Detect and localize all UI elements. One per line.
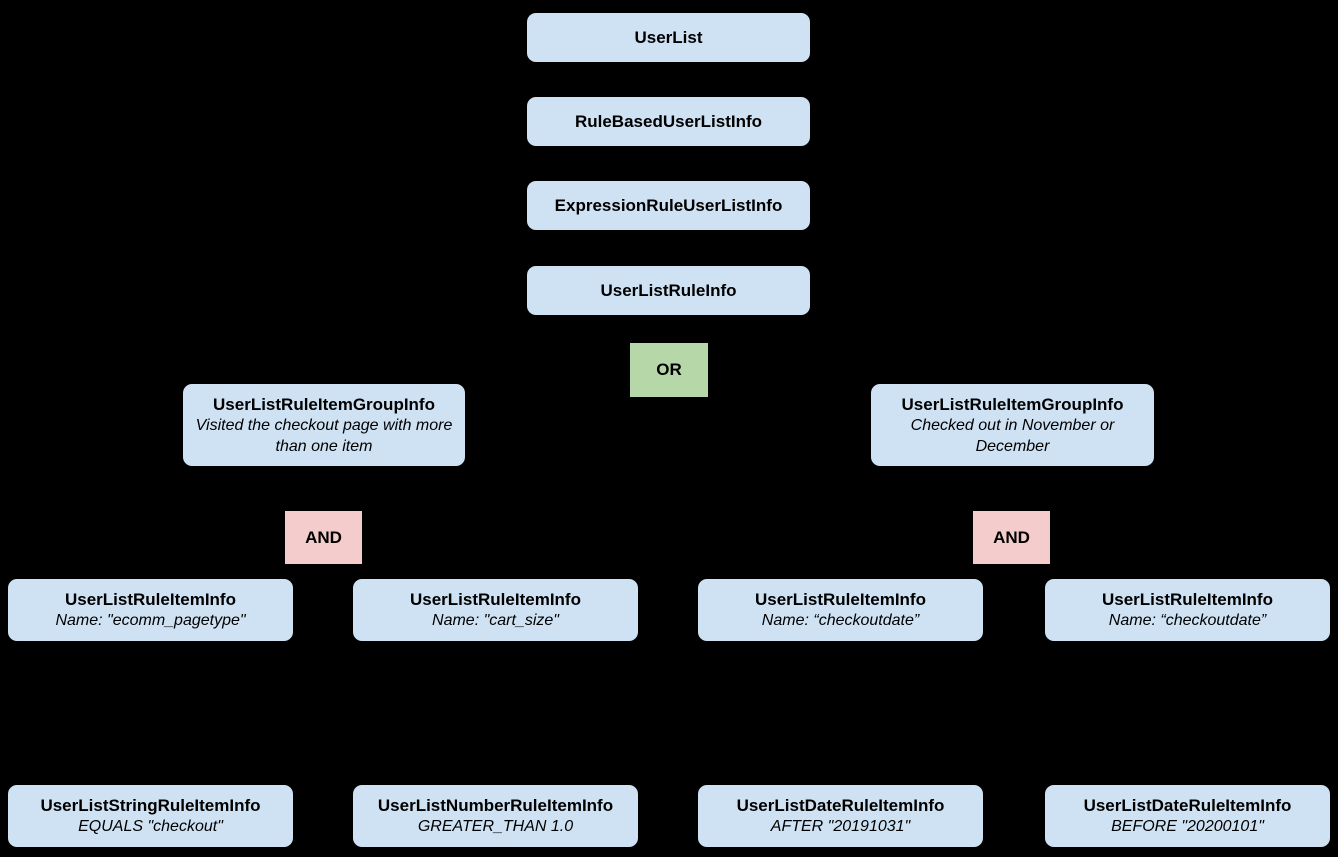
node-title: UserListRuleItemInfo	[755, 590, 926, 609]
node-subtitle: Name: "ecomm_pagetype"	[55, 612, 246, 629]
node-dateruleitem-after: UserListDateRuleItemInfo AFTER "20191031…	[698, 785, 983, 847]
node-ruleitem-checkoutdate-2: UserListRuleItemInfo Name: “checkoutdate…	[1045, 579, 1330, 641]
node-dateruleitem-before: UserListDateRuleItemInfo BEFORE "2020010…	[1045, 785, 1330, 847]
node-rulebaseduserlistinfo: RuleBasedUserListInfo	[527, 97, 810, 146]
node-subtitle: GREATER_THAN 1.0	[417, 818, 574, 835]
node-title: UserListRuleInfo	[600, 281, 737, 300]
node-title: UserListNumberRuleItemInfo	[377, 796, 614, 815]
node-title: UserListRuleItemInfo	[1102, 590, 1273, 609]
and-operator-box-right: AND	[973, 511, 1050, 564]
node-subtitle: Name: “checkoutdate”	[1108, 612, 1267, 629]
and-operator-box-left: AND	[285, 511, 362, 564]
node-subtitle: Visited the checkout page with more than…	[195, 416, 453, 455]
or-operator-box: OR	[630, 343, 708, 397]
node-subtitle: Name: "cart_size"	[432, 612, 559, 629]
node-title: UserListRuleItemGroupInfo	[901, 394, 1124, 414]
and-label: AND	[993, 527, 1030, 547]
node-subtitle: AFTER "20191031"	[770, 818, 911, 835]
node-ruleitem-ecomm-pagetype: UserListRuleItemInfo Name: "ecomm_pagety…	[8, 579, 293, 641]
node-group-right: UserListRuleItemGroupInfo Checked out in…	[871, 384, 1154, 466]
node-title: UserList	[634, 28, 703, 47]
node-title: UserListStringRuleItemInfo	[40, 796, 261, 815]
node-title: UserListRuleItemInfo	[410, 590, 581, 609]
node-title: UserListRuleItemGroupInfo	[213, 394, 435, 414]
node-ruleitem-cart-size: UserListRuleItemInfo Name: "cart_size"	[353, 579, 638, 641]
node-title: UserListDateRuleItemInfo	[1083, 796, 1292, 815]
node-subtitle: Checked out in November or December	[910, 416, 1115, 455]
and-label: AND	[305, 527, 342, 547]
node-numberruleitem: UserListNumberRuleItemInfo GREATER_THAN …	[353, 785, 638, 847]
node-subtitle: Name: “checkoutdate”	[761, 612, 920, 629]
node-expressionruleuserlistinfo: ExpressionRuleUserListInfo	[527, 181, 810, 230]
node-group-left: UserListRuleItemGroupInfo Visited the ch…	[183, 384, 465, 466]
node-stringruleitem: UserListStringRuleItemInfo EQUALS "check…	[8, 785, 293, 847]
node-ruleitem-checkoutdate-1: UserListRuleItemInfo Name: “checkoutdate…	[698, 579, 983, 641]
or-label: OR	[656, 360, 682, 379]
node-subtitle: BEFORE "20200101"	[1111, 818, 1264, 835]
node-title: ExpressionRuleUserListInfo	[554, 196, 783, 215]
node-userlistruleinfo: UserListRuleInfo	[527, 266, 810, 315]
node-userlist: UserList	[527, 13, 810, 62]
node-title: UserListRuleItemInfo	[65, 590, 236, 609]
node-title: UserListDateRuleItemInfo	[736, 796, 945, 815]
node-subtitle: EQUALS "checkout"	[78, 818, 223, 835]
node-title: RuleBasedUserListInfo	[574, 112, 763, 131]
